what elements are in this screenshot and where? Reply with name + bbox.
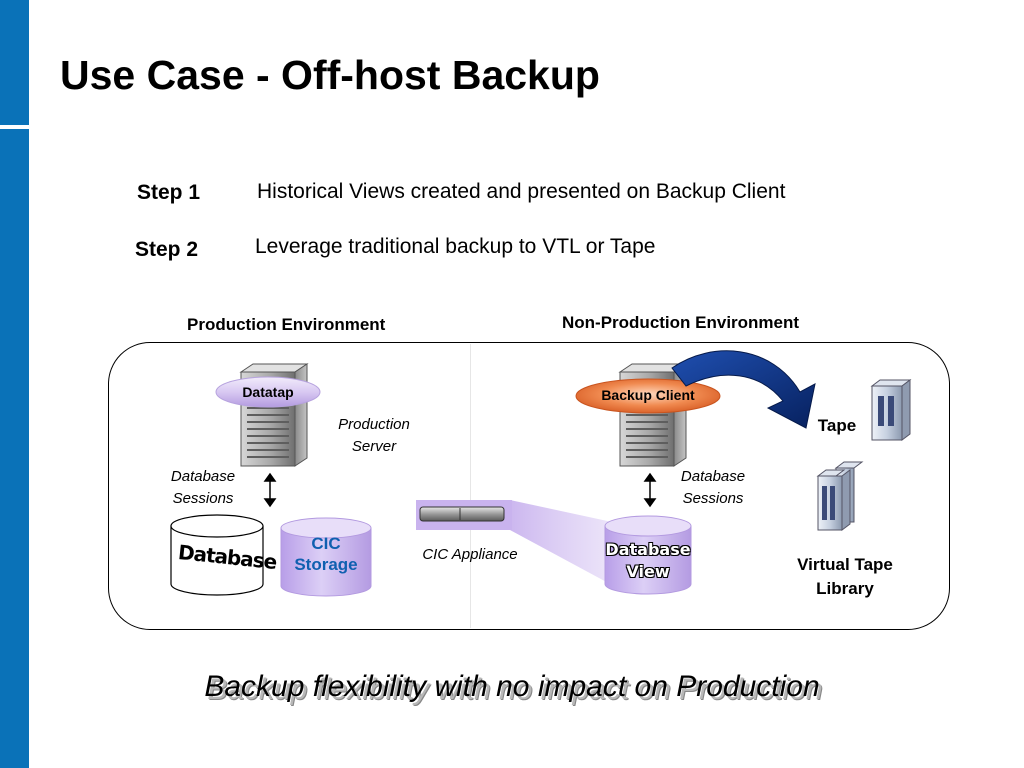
production-server-label: Production Server [338, 416, 410, 455]
datatap-label: Datatap [242, 384, 294, 400]
environment-divider [470, 344, 471, 628]
backup-client-pill-icon [575, 378, 721, 414]
datatap-pill-icon [215, 376, 321, 408]
db-sessions-arrow-right-icon [643, 472, 657, 508]
db-sessions-right-label: Database Sessions [680, 468, 746, 507]
cic-storage-label: CIC Storage [294, 534, 358, 574]
tape-drive-icon [870, 379, 912, 441]
slide-title: Use Case - Off-host Backup [60, 52, 600, 98]
vtl-label: Virtual Tape Library [797, 555, 893, 598]
environment-frame [108, 342, 950, 630]
slide-tagline: Backup flexibility with no impact on Pro… [204, 670, 820, 703]
database-view-label: Database View [605, 540, 691, 581]
step-2-text: Leverage traditional backup to VTL or Ta… [255, 235, 656, 258]
tape-library-icon [816, 461, 864, 531]
step-1-text: Historical Views created and presented o… [257, 180, 786, 203]
sidebar-divider [0, 125, 29, 129]
database-cylinder-icon [170, 514, 264, 596]
db-sessions-arrow-left-icon [263, 472, 277, 508]
production-env-label: Production Environment [187, 315, 386, 334]
nonproduction-env-label: Non-Production Environment [562, 313, 800, 332]
tape-label: Tape [817, 416, 857, 435]
cic-appliance-icon [416, 500, 512, 530]
step-2-label: Step 2 [135, 238, 199, 261]
cic-storage-cylinder-icon [280, 517, 372, 597]
db-sessions-left-label: Database Sessions [170, 468, 236, 507]
database-view-cylinder-icon [604, 515, 692, 595]
step-1-label: Step 1 [137, 181, 201, 204]
appliance-beam-icon [510, 500, 612, 585]
curved-arrow-icon [671, 350, 816, 429]
backup-client-label: Backup Client [601, 387, 695, 403]
cic-appliance-label: CIC Appliance [422, 546, 518, 563]
